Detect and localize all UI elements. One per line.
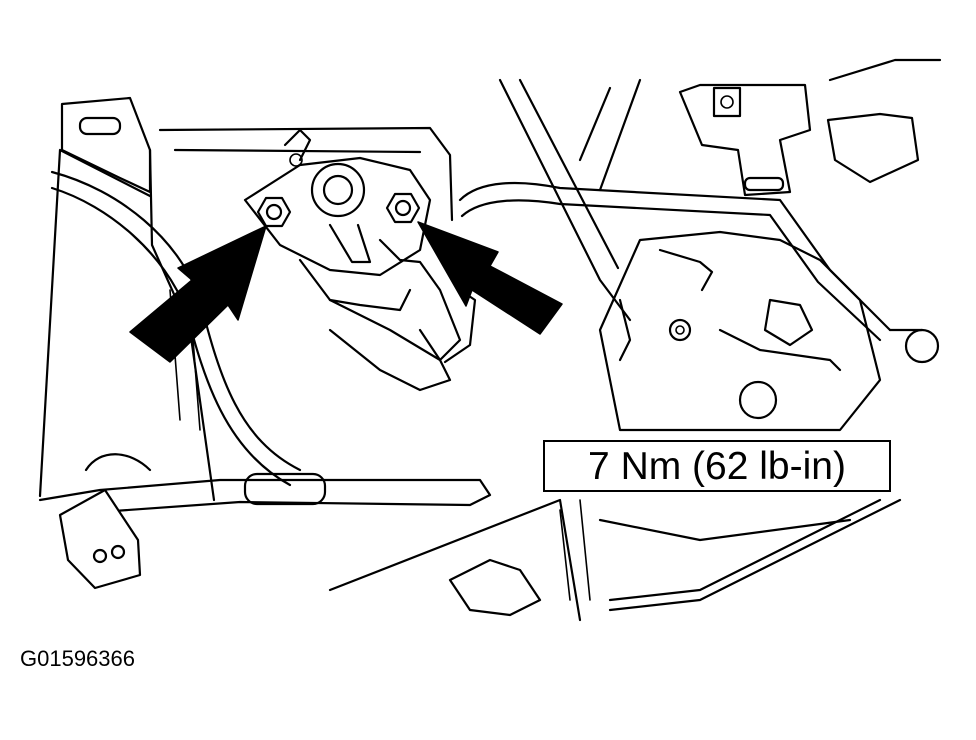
mounting-nut-right [385, 192, 421, 224]
left-body-panel [38, 126, 454, 502]
right-mechanism [598, 230, 940, 432]
valve-assembly [243, 128, 477, 364]
wiring-harness [38, 170, 892, 514]
connector-plug [58, 488, 142, 590]
upper-left-bracket [60, 96, 152, 194]
diagonal-member-edge [518, 78, 620, 270]
torque-spec-text: 7 Nm (62 lb-in) [588, 444, 846, 488]
upper-right-bracket [678, 58, 942, 197]
figure-id-label: G01596366 [20, 646, 135, 671]
torque-spec-callout: 7 Nm (62 lb-in) [543, 440, 891, 492]
arrow-to-right-nut [417, 221, 563, 335]
mounting-nut-left [256, 196, 292, 228]
lower-cross-member [328, 498, 902, 622]
upper-right-frame [578, 78, 642, 192]
diagonal-member [498, 78, 632, 322]
